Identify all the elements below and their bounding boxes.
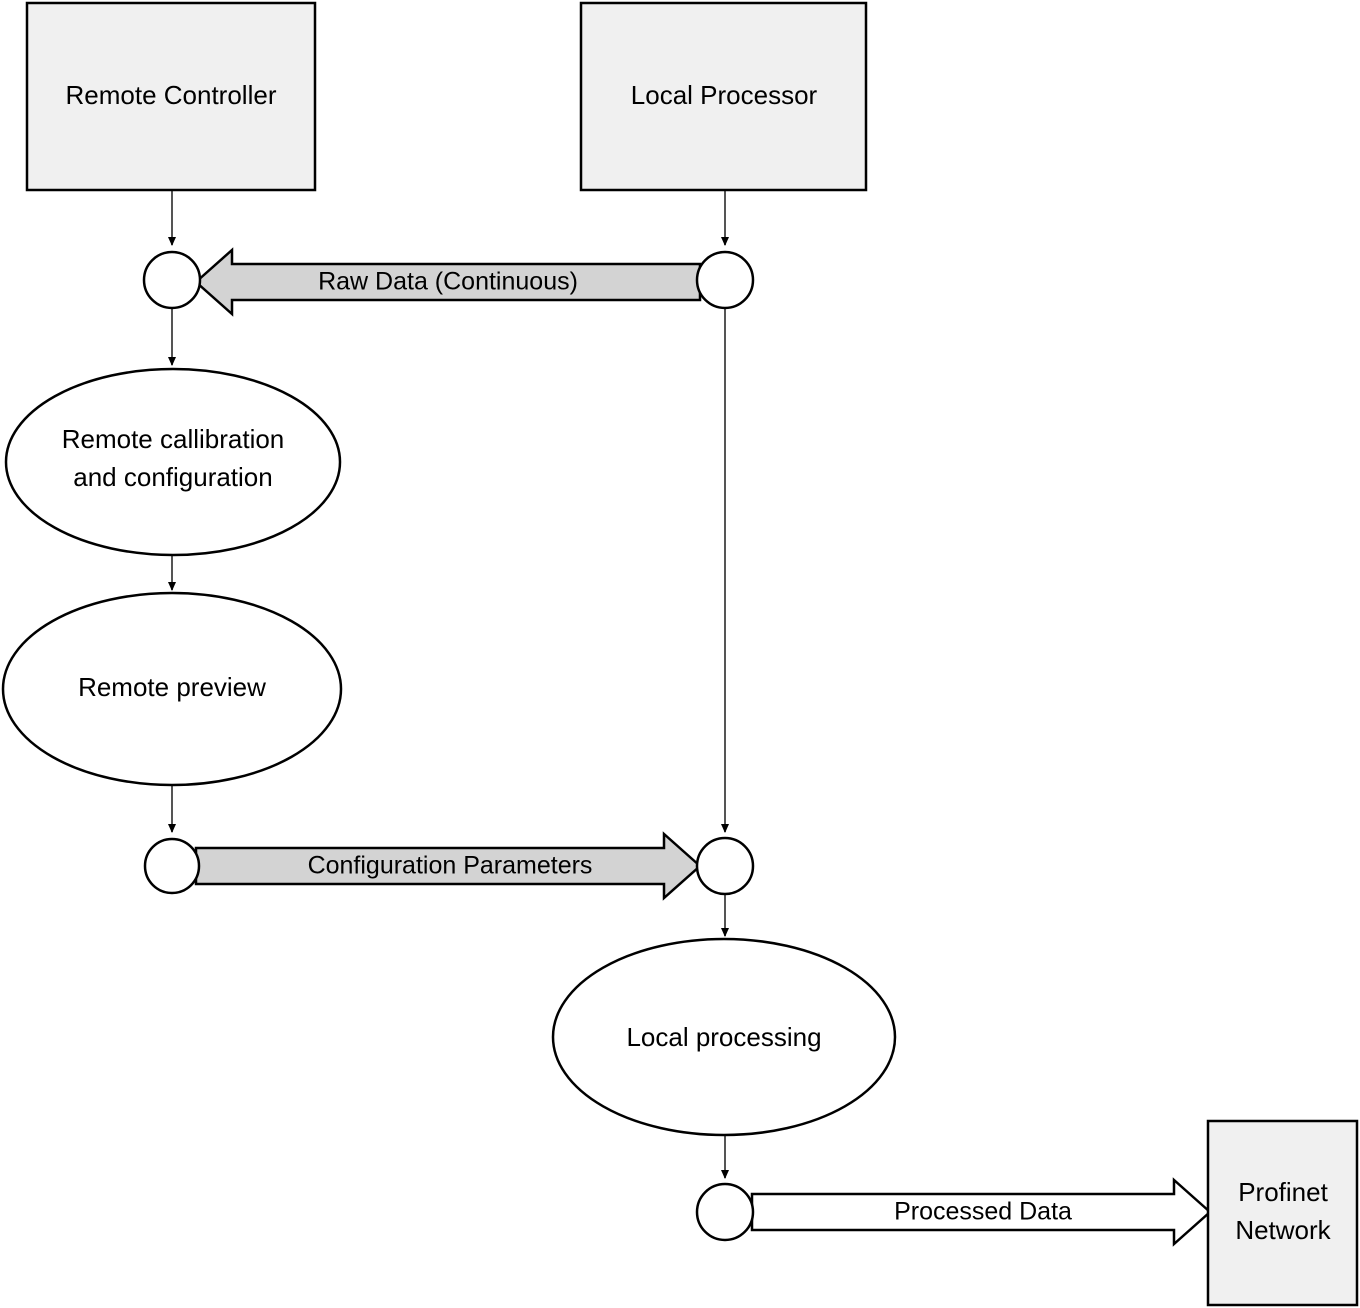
node-profinet-network[interactable] — [1206, 1119, 1359, 1307]
node-label-profinet-network-line1: Profinet — [1238, 1177, 1328, 1207]
node-label-remote-calibration-line1: Remote callibration — [62, 424, 285, 454]
node-remote-controller[interactable] — [25, 1, 317, 192]
flow-label-processed-data: Processed Data — [894, 1198, 1072, 1226]
node-label-remote-preview: Remote preview — [78, 672, 266, 702]
node-local-processing[interactable] — [551, 937, 897, 1137]
node-label-profinet-network-line2: Network — [1235, 1215, 1331, 1245]
node-label-local-processor: Local Processor — [631, 80, 818, 110]
node-label-remote-calibration-line2: and configuration — [73, 462, 272, 492]
junction-local-processor-top[interactable] — [695, 250, 755, 310]
flow-label-raw-data: Raw Data (Continuous) — [318, 268, 578, 296]
node-remote-preview[interactable] — [1, 591, 343, 787]
flow-label-configuration-parameters: Configuration Parameters — [308, 852, 593, 880]
node-remote-calibration[interactable] — [4, 367, 342, 557]
node-local-processor[interactable] — [579, 1, 868, 192]
junction-local-processing-output[interactable] — [695, 1182, 755, 1242]
junction-local-processor-bottom[interactable] — [695, 836, 755, 896]
connector-lines — [168, 190, 729, 1179]
junction-remote-controller-top[interactable] — [142, 250, 202, 310]
junction-remote-preview-bottom[interactable] — [143, 837, 201, 895]
node-label-remote-controller: Remote Controller — [66, 80, 277, 110]
node-label-local-processing: Local processing — [626, 1022, 821, 1052]
